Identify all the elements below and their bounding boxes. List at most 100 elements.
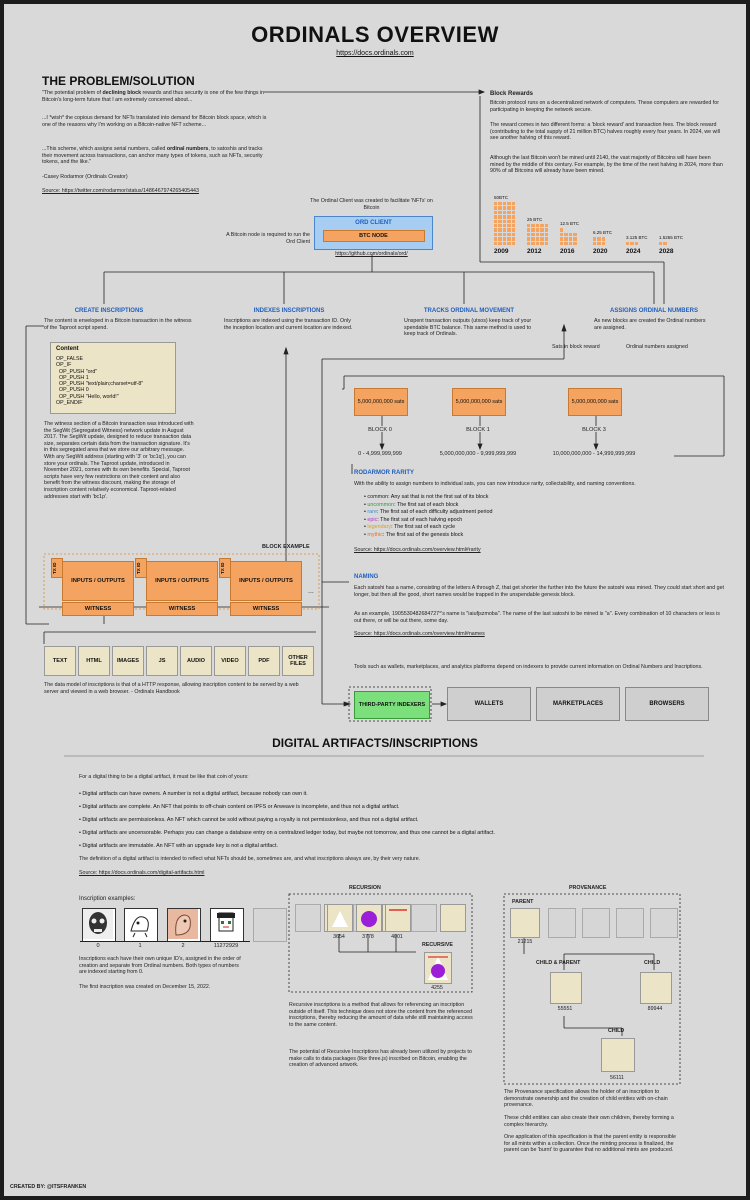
bar-coin	[498, 232, 502, 237]
page-title: ORDINALS OVERVIEW	[251, 22, 499, 47]
bar-coin	[498, 237, 502, 241]
bar-coin	[494, 210, 498, 215]
inscription-number: 11272929	[213, 943, 239, 949]
create-heading: CREATE INSCRIPTIONS	[74, 308, 144, 314]
bar-coin	[511, 224, 515, 228]
bar-value-label: 6.25 BTC	[593, 230, 613, 236]
bar-coin	[540, 224, 544, 228]
bar-coin	[494, 232, 498, 237]
rarity-item: • epic: The first sat of each halving ep…	[364, 517, 664, 525]
naming-p2: As an example, 1905530482684727°'s name …	[354, 611, 720, 624]
bar-coin	[527, 228, 531, 232]
problem-heading: THE PROBLEM/SOLUTION	[42, 74, 195, 88]
bullet-text: Digital artifacts are uncensorable. Perh…	[82, 830, 495, 836]
bar-coin	[502, 206, 507, 210]
bar-coin	[568, 232, 573, 237]
rarity-item: • common: Any sat that is not the first …	[364, 494, 664, 502]
recursion-tile	[295, 904, 321, 932]
sats-left-label: Sats in block reward	[552, 344, 600, 350]
file-type-html: HTML	[78, 646, 110, 676]
grandchild-label: CHILD	[608, 1028, 625, 1034]
bar-coin	[527, 237, 531, 241]
bar-coin	[527, 224, 531, 228]
bar-coin	[535, 237, 540, 241]
bar-coin	[535, 224, 540, 228]
bullet-dot: •	[79, 817, 83, 823]
bar-coin	[573, 232, 577, 237]
bar-value-label: 50BTC	[494, 195, 509, 200]
bar-coin	[630, 241, 634, 245]
bar-value-label: 12.5 BTC	[560, 221, 580, 227]
bar-coin	[498, 219, 502, 223]
bar-coin	[544, 224, 548, 228]
bar-coin	[535, 228, 540, 232]
artifact-bullet: • Digital artifacts are uncensorable. Pe…	[79, 827, 689, 840]
file-type-other-files: OTHER FILES	[282, 646, 314, 676]
provenance-placeholder	[582, 908, 610, 938]
bar-coin	[544, 241, 548, 245]
tracks-text: Unspent transaction outputs (utxos) keep…	[404, 318, 532, 338]
recursion-p1: Recursive inscriptions is a method that …	[289, 1002, 473, 1028]
artifact-bullet: • Digital artifacts are complete. An NFT…	[79, 801, 689, 814]
rarity-bullet: •	[364, 531, 368, 538]
wallets-box: WALLETS	[447, 687, 531, 721]
bullet-text: Digital artifacts are immutable. An NFT …	[82, 843, 278, 849]
bar-coin	[540, 241, 544, 245]
bar-coin	[511, 237, 515, 241]
parent-number: 21215	[517, 939, 533, 945]
bar-coin	[597, 237, 601, 241]
header-url[interactable]: https://docs.ordinals.com	[336, 50, 414, 57]
bar-category-label: 2028	[659, 248, 674, 255]
naming-source[interactable]: Source: https://docs.ordinals.com/overvi…	[354, 631, 485, 637]
bar-coin	[511, 206, 515, 210]
recursion-ref-tile	[327, 904, 353, 932]
third-party-indexers: THIRD-PARTY INDEXERS	[354, 691, 430, 719]
rarity-name: rare	[367, 509, 377, 515]
artifact-bullet: • Digital artifacts are immutable. An NF…	[79, 840, 689, 853]
block-range: 0 - 4,999,999,999	[358, 451, 402, 457]
ord-client-link[interactable]: https://github.com/ordinals/ord/	[335, 251, 408, 257]
content-code: OP_FALSE OP_IF OP_PUSH "ord" OP_PUSH 1 O…	[56, 356, 144, 407]
artifacts-heading: DIGITAL ARTIFACTS/INSCRIPTIONS	[272, 736, 478, 750]
indexes-heading: INDEXES INSCRIPTIONS	[253, 308, 325, 314]
provenance-p1: The Provenance specification allows the …	[504, 1089, 668, 1109]
block-label: BLOCK 0	[368, 427, 392, 433]
examples-underline	[80, 941, 250, 942]
bar-coin	[564, 237, 568, 241]
artifacts-source[interactable]: Source: https://docs.ordinals.com/digita…	[79, 870, 205, 876]
bar-category-label: 2012	[527, 248, 542, 255]
inputs-outputs-box: INPUTS / OUTPUTS	[230, 561, 302, 601]
bar-coin	[502, 219, 507, 223]
problem-source[interactable]: Source: https://twitter.com/rodarmor/sta…	[42, 188, 199, 194]
indexes-text: Inscriptions are indexed using the trans…	[224, 318, 353, 331]
ord-client-note: A Bitcoin node is required to run the Or…	[226, 232, 310, 245]
bar-coin	[511, 241, 515, 245]
bar-coin	[494, 215, 498, 219]
bar-coin	[507, 219, 511, 223]
bar-coin	[531, 241, 535, 245]
block-example-label: BLOCK EXAMPLE	[262, 544, 310, 550]
bullet-dot: •	[79, 804, 83, 810]
bar-coin	[511, 228, 515, 232]
rarity-source[interactable]: Source: https://docs.ordinals.com/overvi…	[354, 547, 481, 553]
inscription-number: 2	[181, 943, 185, 949]
bar-coin	[593, 237, 597, 241]
ord-client-caption: The Ordinal Client was created to facili…	[310, 198, 433, 211]
file-type-text: TEXT	[44, 646, 76, 676]
footer-credit: CREATED BY: @ITSFRANKEN	[10, 1184, 87, 1190]
recursion-tile	[411, 904, 437, 932]
bar-coin	[535, 232, 540, 237]
recursion-ref-tile	[385, 904, 411, 932]
inscription-image	[82, 908, 116, 942]
block-rewards-p1: Bitcoin protocol runs on a decentralized…	[490, 100, 719, 113]
recursive-tile	[424, 952, 452, 984]
rarity-name: epic	[367, 516, 378, 523]
bar-coin	[535, 241, 540, 245]
rarity-desc: : The first sat of each halving epoch	[377, 516, 463, 523]
rarity-bullet: •	[364, 501, 368, 508]
indexers-text: Tools such as wallets, marketplaces, and…	[354, 664, 703, 670]
bar-coin	[511, 219, 515, 223]
witness-box: WITNESS	[230, 602, 302, 616]
ord-client-label: ORD CLIENT	[355, 220, 392, 226]
